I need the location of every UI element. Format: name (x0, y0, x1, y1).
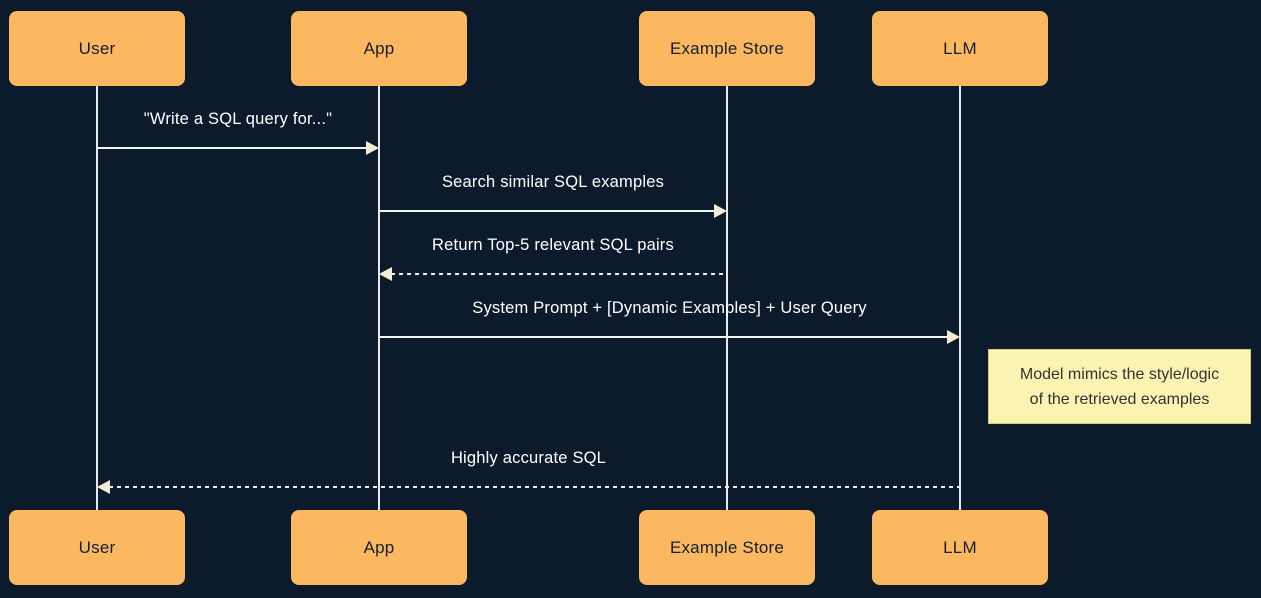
lifeline-example-store (726, 86, 728, 511)
message-3-line (391, 273, 726, 275)
arrowhead-right-icon (714, 204, 727, 218)
arrowhead-left-icon (379, 267, 392, 281)
actor-app-top: App (291, 11, 467, 86)
message-1-line (97, 147, 368, 149)
actor-app-label: App (363, 38, 395, 58)
message-5-label: Highly accurate SQL (450, 449, 607, 467)
message-4-label: System Prompt + [Dynamic Examples] + Use… (472, 299, 867, 317)
actor-user-label: User (78, 38, 116, 58)
actor-example-store-label: Example Store (669, 537, 785, 557)
actor-example-store-bottom: Example Store (639, 510, 815, 585)
note-box: Model mimics the style/logic of the retr… (988, 349, 1251, 424)
actor-llm-top: LLM (872, 11, 1048, 86)
arrowhead-left-icon (97, 480, 110, 494)
message-4-line (379, 336, 949, 338)
note-line-1: Model mimics the style/logic (1019, 365, 1220, 383)
actor-app-label: App (363, 537, 395, 557)
lifeline-app (378, 86, 380, 511)
actor-app-bottom: App (291, 510, 467, 585)
lifeline-llm (959, 86, 961, 511)
actor-example-store-label: Example Store (669, 38, 785, 58)
message-2-line (379, 210, 716, 212)
actor-llm-label: LLM (943, 38, 977, 58)
message-2-label: Search similar SQL examples (441, 173, 665, 191)
arrowhead-right-icon (366, 141, 379, 155)
actor-user-top: User (9, 11, 185, 86)
arrowhead-right-icon (947, 330, 960, 344)
message-5-line (109, 486, 959, 488)
actor-llm-label: LLM (943, 537, 977, 557)
actor-user-label: User (78, 537, 116, 557)
actor-example-store-top: Example Store (639, 11, 815, 86)
lifeline-user (96, 86, 98, 511)
message-3-label: Return Top-5 relevant SQL pairs (432, 236, 674, 254)
actor-llm-bottom: LLM (872, 510, 1048, 585)
note-line-2: of the retrieved examples (1029, 390, 1210, 408)
message-1-label: "Write a SQL query for..." (143, 110, 333, 128)
actor-user-bottom: User (9, 510, 185, 585)
